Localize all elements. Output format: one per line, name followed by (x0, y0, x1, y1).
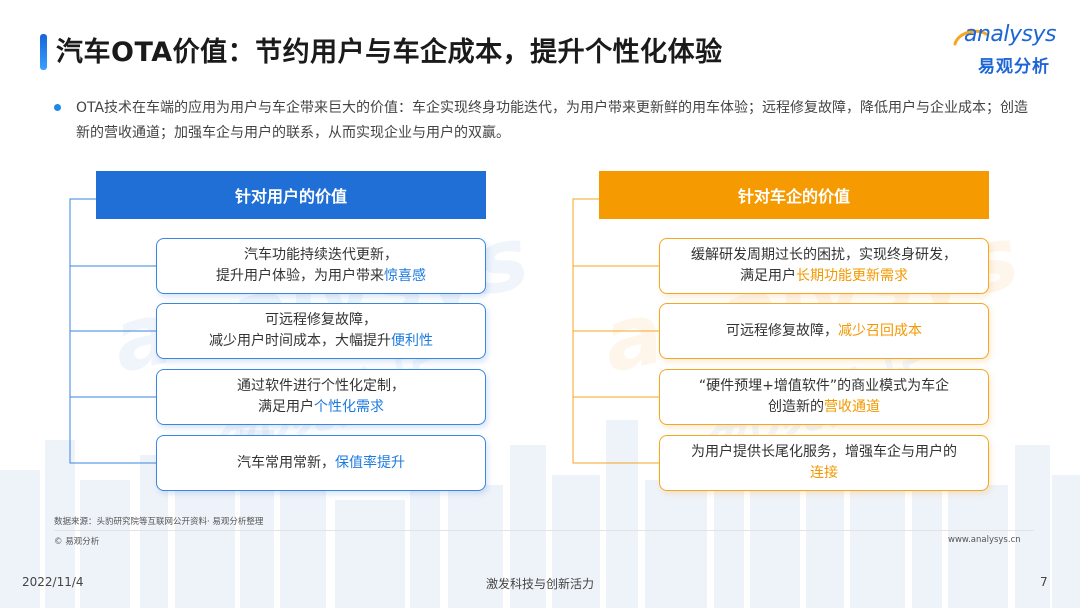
user-value-box: 通过软件进行个性化定制， 满足用户个性化需求 (156, 369, 486, 425)
box-text: 为用户提供长尾化服务，增强车企与用户的 (691, 444, 957, 460)
bullet-dot-icon (54, 104, 61, 111)
box-text: 提升用户体验，为用户带来 (216, 268, 384, 284)
box-highlight: 保值率提升 (335, 454, 405, 471)
user-value-box: 可远程修复故障， 减少用户时间成本，大幅提升便利性 (156, 303, 486, 359)
box-highlight: 连接 (810, 465, 838, 481)
box-highlight: 便利性 (391, 333, 433, 349)
enterprise-value-box: “硬件预埋+增值软件”的商业模式为车企创造新的营收通道 (659, 369, 989, 425)
box-text: “硬件预埋+增值软件”的商业模式为车企 (698, 378, 950, 394)
copyright: © 易观分析 (54, 537, 100, 547)
page-title: 汽车OTA价值：节约用户与车企成本，提升个性化体验 (56, 37, 723, 68)
box-text: 缓解研发周期过长的困扰，实现终身研发， (691, 247, 957, 263)
logo-text-cn: 易观分析 (978, 57, 1050, 77)
box-text: 创造新的 (768, 399, 824, 415)
slide-slogan: 激发科技与创新活力 (485, 577, 594, 591)
enterprise-value-box: 可远程修复故障，减少召回成本 (659, 303, 989, 359)
enterprise-value-box: 为用户提供长尾化服务，增强车企与用户的连接 (659, 435, 989, 491)
box-highlight: 长期功能更新需求 (796, 268, 908, 284)
title-accent-bar (40, 34, 47, 70)
intro-text: OTA技术在车端的应用为用户与车企带来巨大的价值：车企实现终身功能迭代，为用户带… (76, 100, 1029, 141)
enterprise-value-header: 针对车企的价值 (599, 171, 989, 219)
box-text: 满足用户 (258, 399, 314, 415)
data-source: 数据来源：头豹研究院等互联网公开资料· 易观分析整理 (54, 517, 264, 527)
user-value-header: 针对用户的价值 (96, 171, 486, 219)
user-value-box: 汽车常用常新，保值率提升 (156, 435, 486, 491)
box-text: 汽车常用常新， (237, 454, 335, 471)
box-text: 可远程修复故障， (726, 322, 838, 339)
box-highlight: 营收通道 (824, 399, 880, 415)
user-value-box: 汽车功能持续迭代更新， 提升用户体验，为用户带来惊喜感 (156, 238, 486, 294)
box-text: 减少用户时间成本，大幅提升 (209, 333, 391, 349)
logo-swoosh-icon (953, 29, 988, 46)
box-highlight: 减少召回成本 (838, 322, 922, 339)
page-number: 7 (1040, 575, 1048, 589)
analysys-logo: analysys 易观分析 (952, 22, 1064, 82)
box-text: 可远程修复故障， (265, 312, 377, 328)
slide-date: 2022/11/4 (22, 575, 84, 589)
box-text: 汽车功能持续迭代更新， (244, 247, 398, 263)
box-text: 满足用户 (740, 268, 796, 284)
box-highlight: 个性化需求 (314, 399, 384, 415)
footer-divider (54, 530, 1034, 531)
logo-text-en: analysys (964, 22, 1056, 47)
website-link[interactable]: www.analysys.cn (948, 535, 1021, 545)
box-highlight: 惊喜感 (384, 268, 426, 284)
box-text: 通过软件进行个性化定制， (237, 378, 405, 394)
enterprise-value-box: 缓解研发周期过长的困扰，实现终身研发， 满足用户长期功能更新需求 (659, 238, 989, 294)
